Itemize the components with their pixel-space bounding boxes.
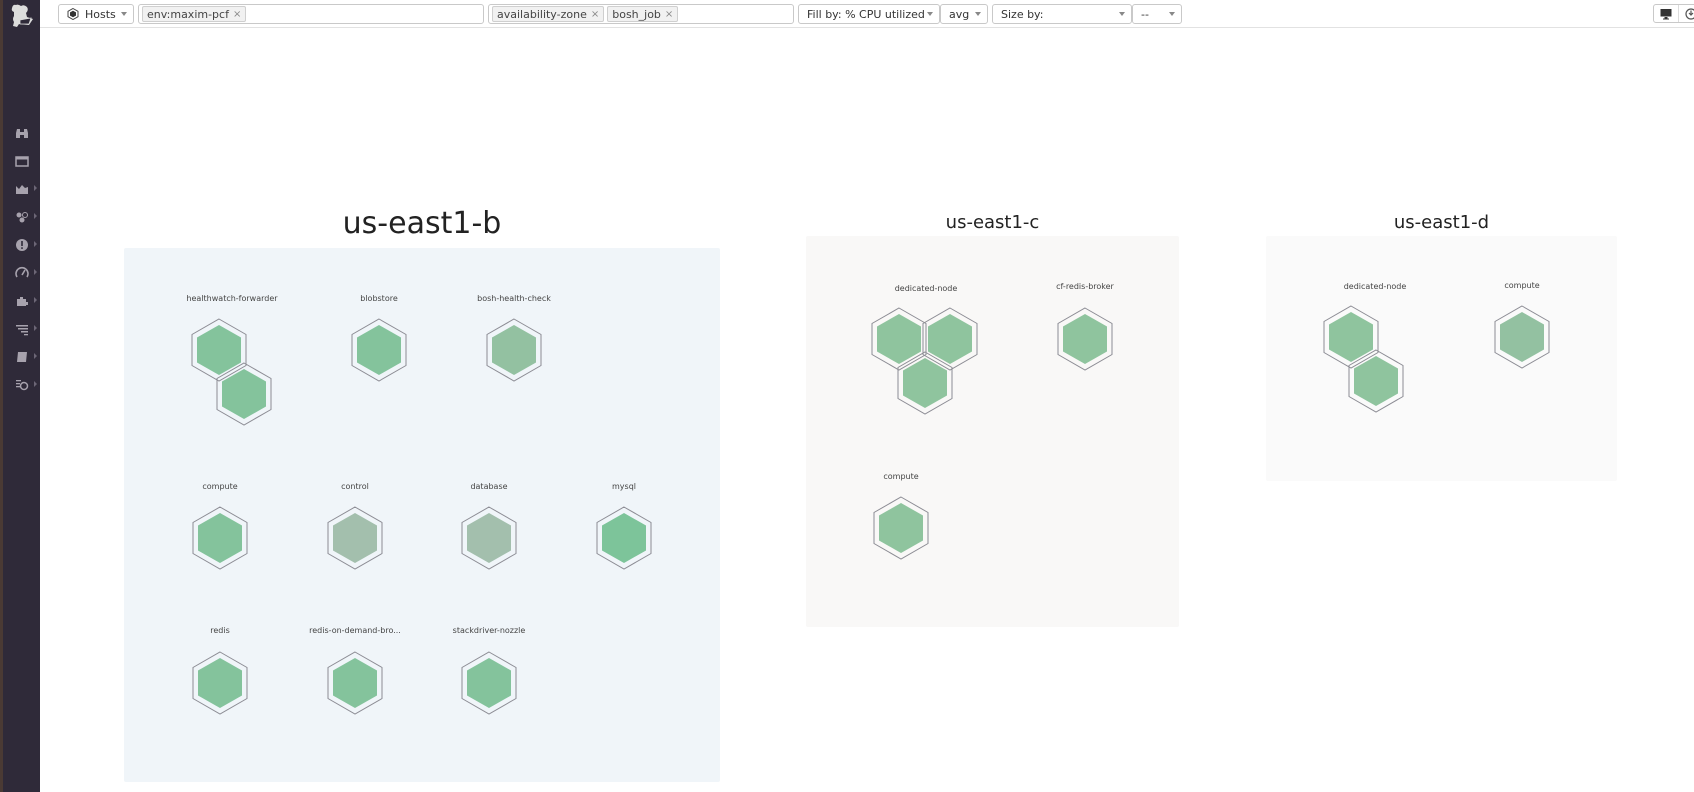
group-label: blobstore [360, 294, 398, 303]
chevron-down-icon [121, 12, 127, 16]
entity-type-select[interactable]: Hosts [58, 4, 134, 24]
group-label: mysql [612, 482, 636, 491]
filter-tag: env:maxim-pcf× [142, 6, 247, 22]
host-hexagon[interactable] [1323, 305, 1379, 369]
host-hexagon[interactable] [873, 496, 929, 560]
puzzle-icon [16, 297, 28, 306]
datadog-logo-icon[interactable] [7, 2, 37, 30]
chevron-down-icon [1119, 12, 1125, 16]
host-hexagon[interactable] [922, 307, 978, 371]
toolbar: Hosts env:maxim-pcf× availability-zone× … [40, 0, 1694, 28]
view-actions [1653, 4, 1694, 23]
nav-metrics[interactable] [3, 178, 40, 200]
fill-aggregation-select[interactable]: avg [940, 4, 988, 24]
host-hexagon[interactable] [192, 506, 248, 570]
host-hexagon[interactable] [191, 318, 247, 382]
group-tag: bosh_job× [607, 6, 679, 22]
group-label: redis [210, 626, 230, 635]
group-label: compute [883, 472, 919, 481]
download-icon [1685, 7, 1694, 20]
nav-apm[interactable] [3, 262, 40, 284]
integrations-icon [16, 212, 28, 223]
host-hexagon[interactable] [1348, 349, 1404, 413]
filter-input[interactable]: env:maxim-pcf× [138, 4, 484, 24]
group-label: compute [1504, 281, 1540, 290]
nav-notebooks[interactable] [3, 346, 40, 368]
host-hexagon[interactable] [351, 318, 407, 382]
tv-mode-button[interactable] [1654, 5, 1679, 22]
monitor-icon [1660, 8, 1672, 19]
group-label: bosh-health-check [477, 294, 551, 303]
sidebar [0, 0, 40, 792]
zone-panel-us-east1-d [1266, 236, 1617, 481]
group-label: dedicated-node [894, 284, 958, 293]
logs-icon [15, 325, 28, 336]
zone-title-us-east1-b: us-east1-b [342, 206, 502, 241]
chevron-down-icon [927, 12, 933, 16]
host-hexagon[interactable] [596, 506, 652, 570]
remove-tag-icon[interactable]: × [664, 8, 674, 20]
host-hexagon[interactable] [486, 318, 542, 382]
nav-infrastructure[interactable] [3, 290, 40, 312]
dashboard-icon [14, 156, 29, 167]
size-aggregation-select[interactable]: -- [1132, 4, 1182, 24]
notebook-icon [16, 352, 27, 362]
group-tag: availability-zone× [492, 6, 605, 22]
group-label: redis-on-demand-bro... [309, 626, 401, 635]
host-hexagon[interactable] [897, 351, 953, 415]
speedometer-icon [14, 266, 29, 278]
group-label: compute [202, 482, 238, 491]
host-hexagon[interactable] [1057, 307, 1113, 371]
group-label: healthwatch-forwarder [186, 294, 278, 303]
host-hexagon[interactable] [327, 506, 383, 570]
host-hexagon[interactable] [1494, 305, 1550, 369]
hexagon-icon [67, 8, 79, 20]
zone-title-us-east1-d: us-east1-d [1393, 212, 1490, 233]
host-hexagon[interactable] [461, 651, 517, 715]
zone-title-us-east1-c: us-east1-c [945, 212, 1040, 233]
chevron-down-icon [975, 12, 981, 16]
nav-integrations[interactable] [3, 206, 40, 228]
monitors-icon [15, 239, 28, 251]
remove-tag-icon[interactable]: × [232, 8, 242, 20]
group-by-input[interactable]: availability-zone× bosh_job× [488, 4, 794, 24]
group-label: database [470, 482, 508, 491]
export-button[interactable] [1679, 5, 1694, 22]
group-label: stackdriver-nozzle [452, 626, 526, 635]
zone-panel-us-east1-c [806, 236, 1179, 627]
host-hexagon[interactable] [327, 651, 383, 715]
remove-tag-icon[interactable]: × [590, 8, 600, 20]
nav-logs[interactable] [3, 318, 40, 340]
entity-type-label: Hosts [85, 7, 116, 21]
host-hexagon[interactable] [871, 307, 927, 371]
group-label: control [341, 482, 369, 491]
host-hexagon[interactable] [216, 362, 272, 426]
nav-monitors[interactable] [3, 234, 40, 256]
fill-by-select[interactable]: Fill by: % CPU utilized [798, 4, 940, 24]
binoculars-icon [15, 129, 28, 138]
group-label: cf-redis-broker [1056, 282, 1114, 291]
size-by-select[interactable]: Size by: [992, 4, 1132, 24]
host-hexagon[interactable] [461, 506, 517, 570]
chevron-down-icon [1169, 12, 1175, 16]
group-label: dedicated-node [1343, 282, 1407, 291]
nav-dashboards[interactable] [3, 150, 40, 172]
nav-settings[interactable] [3, 374, 40, 396]
host-hexagon[interactable] [192, 651, 248, 715]
settings-icon [15, 380, 28, 391]
nav-infrastructure-binoculars[interactable] [3, 122, 40, 144]
metrics-icon [15, 185, 28, 194]
